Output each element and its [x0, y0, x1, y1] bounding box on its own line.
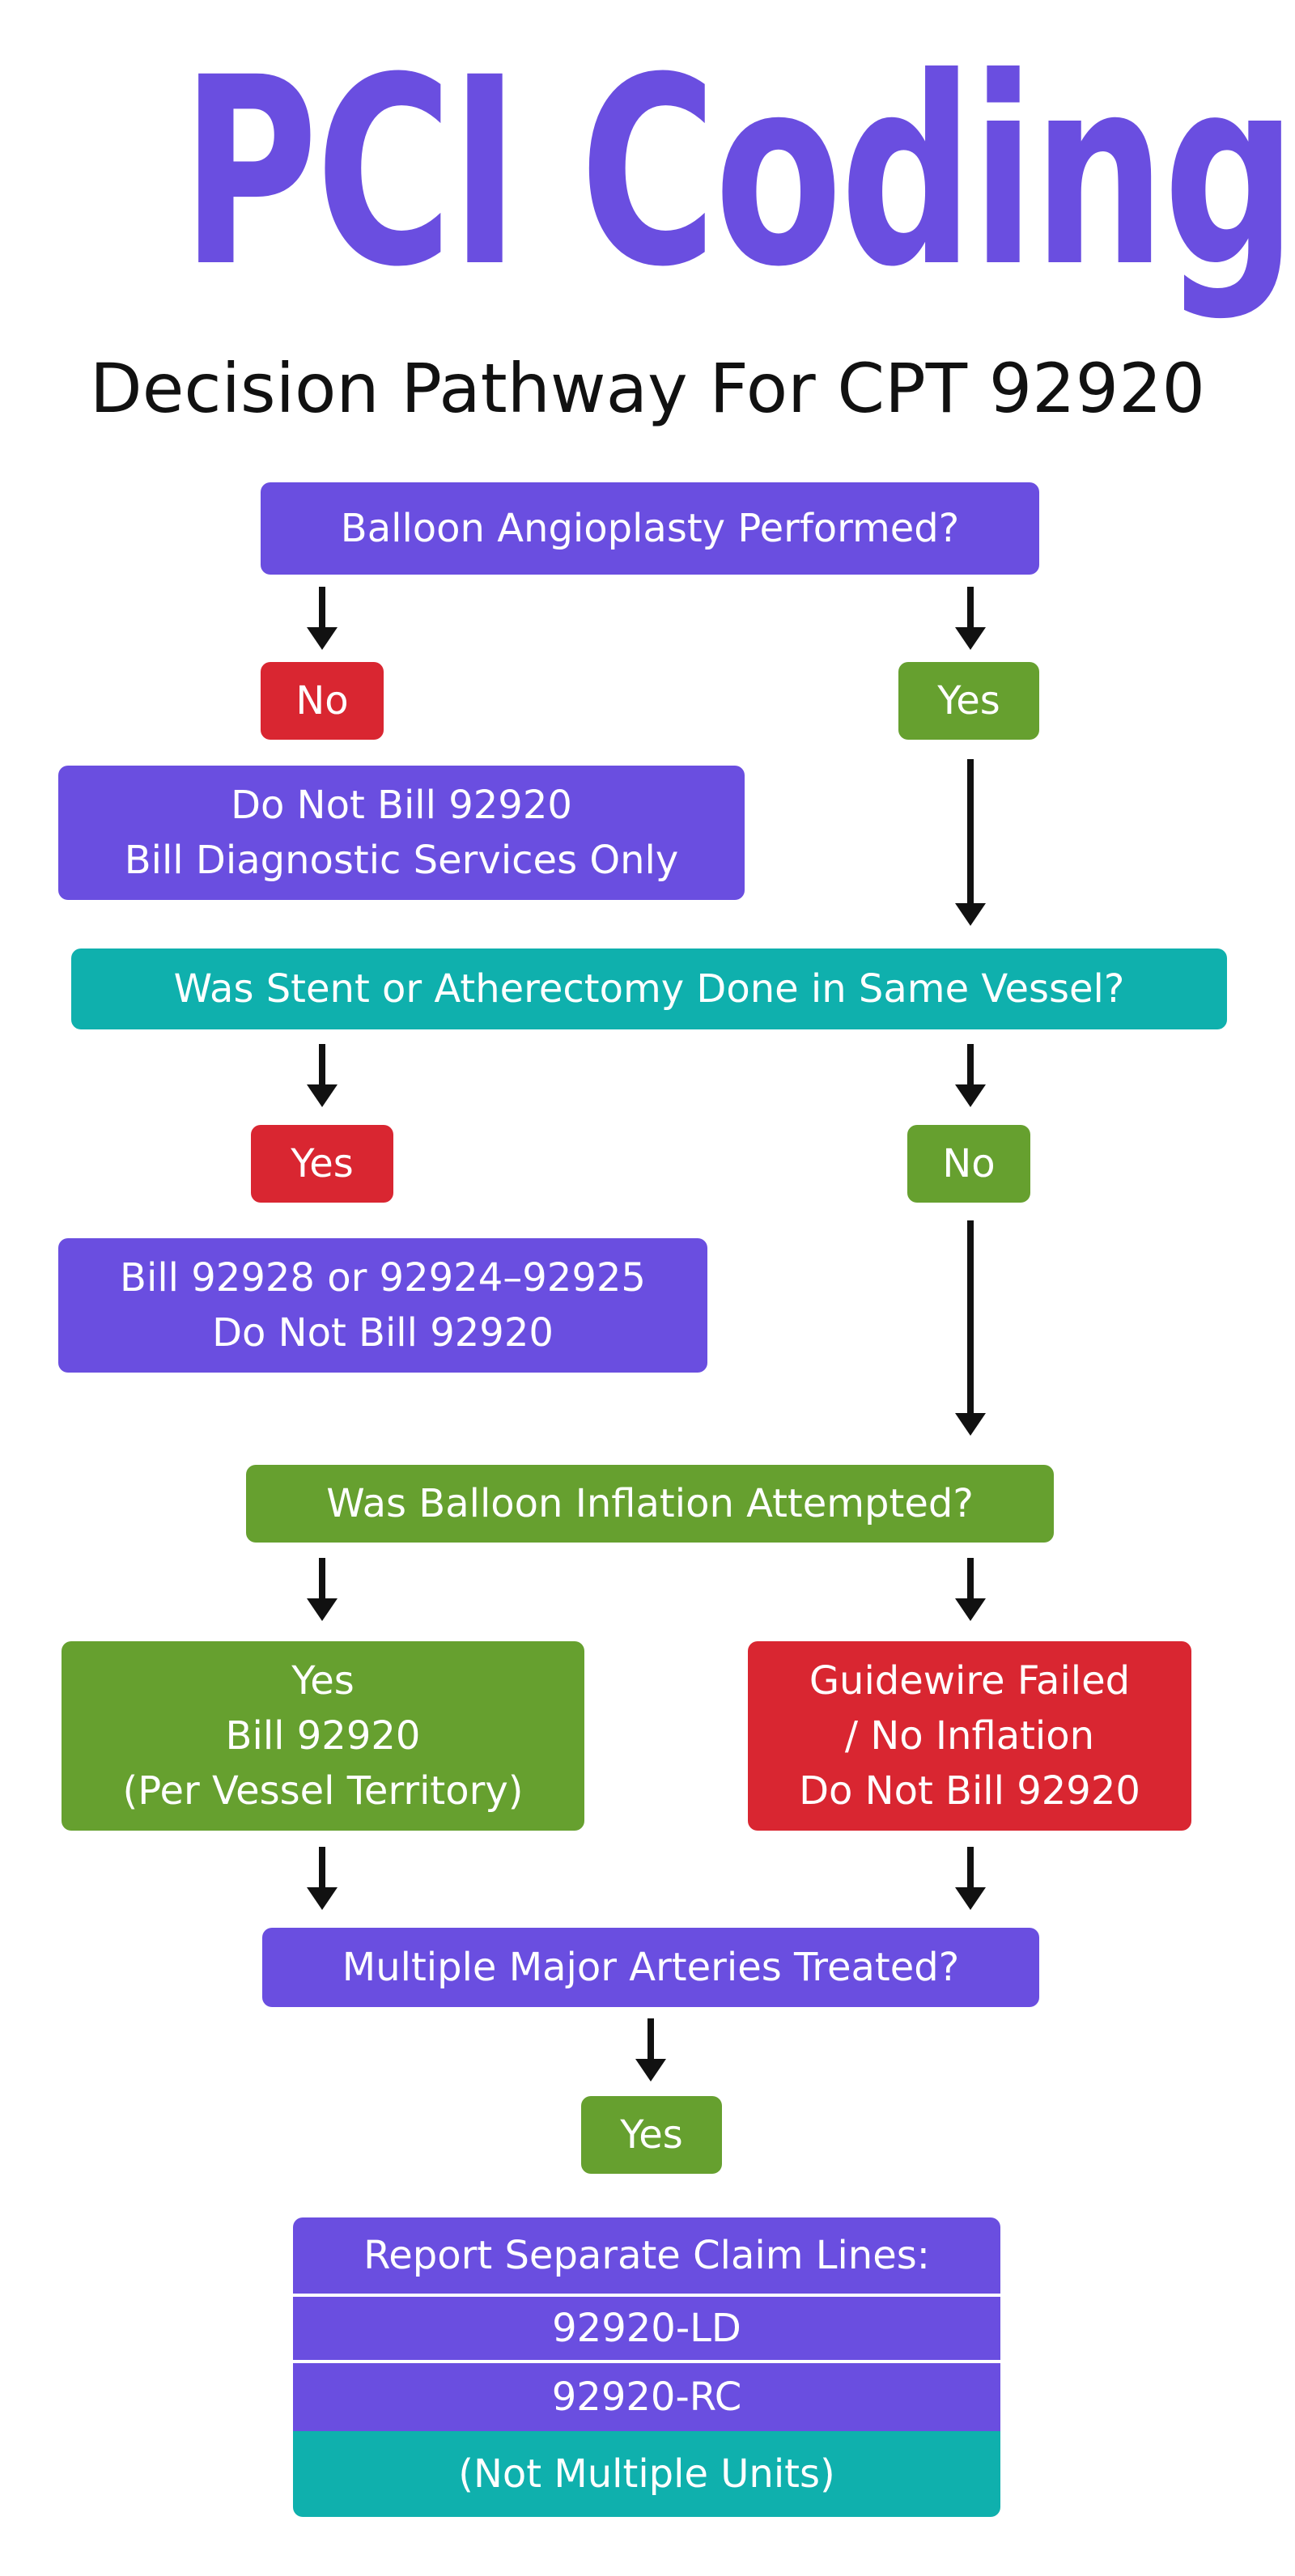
arrow-q1-yes-to-q2	[955, 759, 986, 926]
claim-lines-header: Report Separate Claim Lines:	[293, 2217, 1000, 2294]
claim-lines-note: (Not Multiple Units)	[293, 2431, 1000, 2517]
result-separate-claim-lines: Report Separate Claim Lines: 92920-LD 92…	[293, 2217, 1000, 2517]
question-stent-atherectomy: Was Stent or Atherectomy Done in Same Ve…	[71, 948, 1227, 1029]
page-subtitle: Decision Pathway For CPT 92920	[90, 349, 1205, 428]
page-title: PCI Coding	[181, 23, 1295, 324]
arrow-q3-no-to-q4	[955, 1847, 986, 1910]
result-bill-92928: Bill 92928 or 92924–92925 Do Not Bill 92…	[58, 1238, 707, 1373]
question-balloon-angioplasty: Balloon Angioplasty Performed?	[261, 482, 1039, 575]
arrow-q1-yes	[955, 587, 986, 650]
result-do-not-bill-diagnostic: Do Not Bill 92920 Bill Diagnostic Servic…	[58, 766, 745, 900]
answer-q1-no: No	[261, 662, 384, 740]
claim-line-ld: 92920-LD	[293, 2297, 1000, 2360]
arrow-q2-yes	[307, 1044, 338, 1107]
arrow-q4-yes	[635, 2018, 666, 2082]
claim-line-rc: 92920-RC	[293, 2363, 1000, 2431]
result-guidewire-failed: Guidewire Failed / No Inflation Do Not B…	[748, 1641, 1191, 1831]
arrow-q2-no	[955, 1044, 986, 1107]
arrow-q1-no	[307, 587, 338, 650]
answer-q2-no: No	[907, 1125, 1030, 1203]
result-bill-92920: Yes Bill 92920 (Per Vessel Territory)	[62, 1641, 584, 1831]
arrow-q3-no	[955, 1558, 986, 1621]
question-multiple-arteries: Multiple Major Arteries Treated?	[262, 1928, 1039, 2007]
answer-q4-yes: Yes	[581, 2096, 722, 2174]
arrow-q2-no-to-q3	[955, 1220, 986, 1436]
answer-q2-yes: Yes	[251, 1125, 393, 1203]
arrow-q3-yes-to-q4	[307, 1847, 338, 1910]
question-balloon-inflation: Was Balloon Inflation Attempted?	[246, 1465, 1054, 1543]
answer-q1-yes: Yes	[898, 662, 1039, 740]
arrow-q3-yes	[307, 1558, 338, 1621]
